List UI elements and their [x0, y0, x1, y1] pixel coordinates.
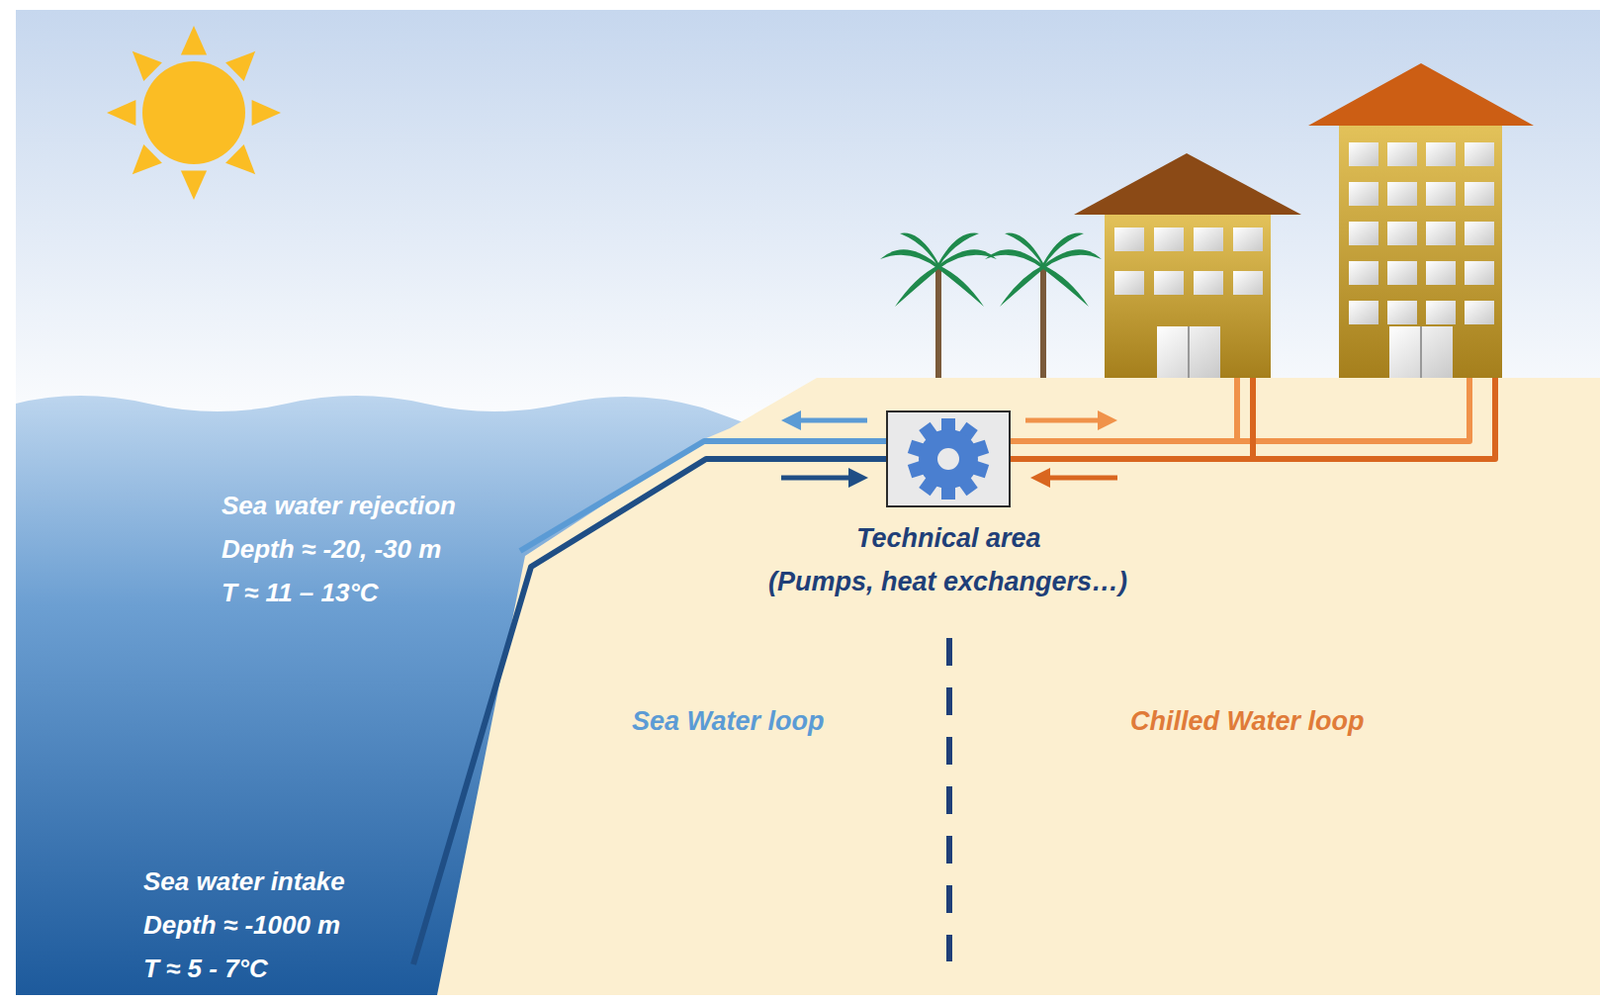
temperature-label: T ≈ 5 - 7°C — [143, 953, 268, 984]
sea-water-pipes — [413, 441, 887, 965]
technical-box — [886, 410, 1011, 508]
chilled-water-pipes — [1010, 377, 1496, 459]
depth-label: Depth ≈ -1000 m — [143, 909, 341, 941]
palm-trees — [880, 233, 1102, 378]
land — [437, 377, 1600, 995]
depth-label: Depth ≈ -20, -30 m — [221, 533, 442, 565]
gear-icon — [888, 412, 1009, 506]
depth-label: Sea water rejection — [221, 490, 456, 522]
depth-label: Sea water intake — [143, 866, 346, 897]
node-heading: Technical area — [856, 522, 1042, 554]
flow-arrows — [781, 410, 1118, 488]
sky — [15, 9, 1600, 995]
sun — [106, 25, 281, 200]
node-subtext: (Pumps, heat exchangers…) — [768, 565, 1128, 598]
loop-separator — [946, 637, 953, 962]
buildings — [1073, 63, 1534, 378]
loop-label: Chilled Water loop — [1130, 705, 1365, 737]
temperature-label: T ≈ 11 – 13°C — [221, 577, 379, 609]
loop-label: Sea Water loop — [631, 705, 825, 737]
